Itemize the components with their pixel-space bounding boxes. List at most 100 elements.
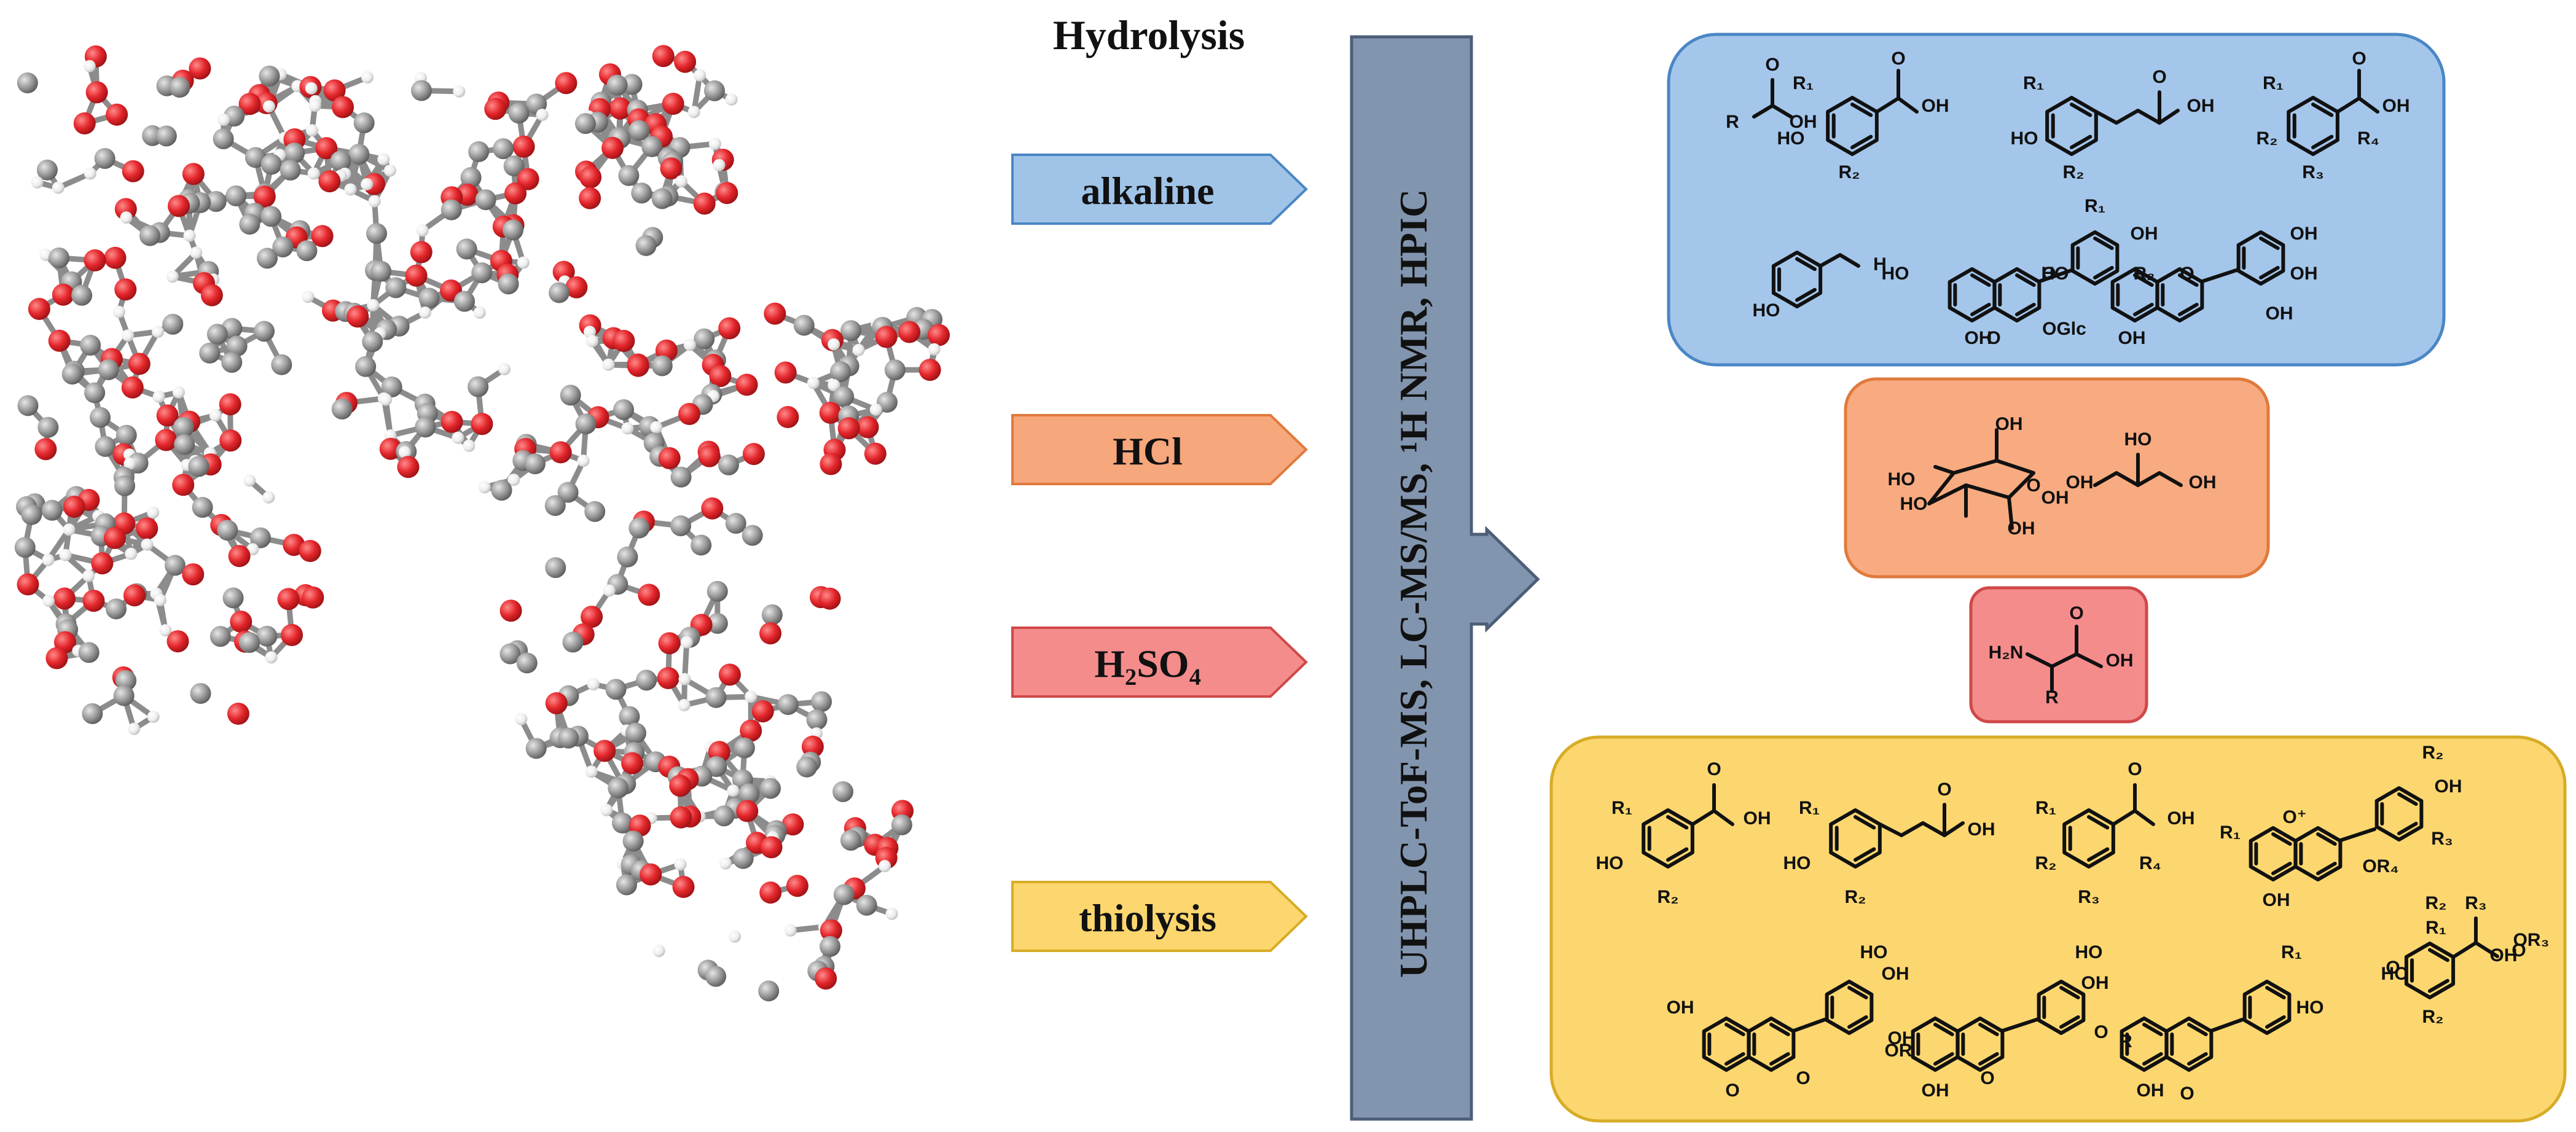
atom-H <box>452 431 464 444</box>
atom-C <box>707 612 728 634</box>
atom-O <box>136 517 159 540</box>
atom-label: R₃ <box>2078 887 2100 907</box>
atom-label: OH <box>2131 224 2158 244</box>
atom-O <box>189 57 211 80</box>
atom-H <box>63 523 76 536</box>
atom-H <box>84 167 96 180</box>
atom-O <box>819 402 842 424</box>
atom-C <box>705 966 727 987</box>
ring-double-bond <box>2142 1023 2163 1037</box>
atom-label: O <box>2128 759 2142 779</box>
atom-O <box>735 373 758 396</box>
atom-label: OGlc <box>2042 319 2086 339</box>
atom-label: R₄ <box>2139 853 2161 873</box>
atom-C <box>703 80 725 101</box>
atom-C <box>613 399 635 421</box>
atom-H <box>59 548 72 561</box>
atom-O <box>820 919 842 942</box>
atom-O <box>736 800 759 822</box>
atom-C <box>840 320 862 342</box>
atom-O <box>53 587 76 610</box>
atom-label: R₂ <box>2134 263 2155 284</box>
atom-C <box>616 874 637 896</box>
ring-double-bond <box>2087 815 2110 830</box>
atom-C <box>691 534 712 556</box>
atom-label: R₂ <box>1658 887 1679 907</box>
atom-O <box>698 445 721 467</box>
atom-label: OH <box>2008 518 2035 539</box>
ring-double-bond <box>2397 792 2418 806</box>
atom-O <box>658 447 681 470</box>
atom-C <box>641 136 663 157</box>
atom-O <box>103 526 126 549</box>
atom-C <box>820 935 841 957</box>
ring-double-bond <box>2070 135 2093 149</box>
atom-O <box>740 719 762 742</box>
atom-H <box>125 547 138 560</box>
atom-H <box>42 595 55 607</box>
atom-O <box>504 182 527 205</box>
atom-O <box>652 45 675 68</box>
atom-C <box>206 324 228 345</box>
ring-double-bond <box>1769 1052 1790 1066</box>
atom-H <box>173 386 186 399</box>
atom-label: OH <box>2042 488 2069 508</box>
atom-O <box>716 182 738 205</box>
atom-label: OH <box>1922 96 1949 116</box>
atom-label: R₁ <box>2220 822 2241 843</box>
atom-O <box>52 283 74 306</box>
atom-C <box>558 727 579 749</box>
ring-double-bond <box>1970 302 1991 316</box>
atom-label: OH <box>2187 96 2215 116</box>
ring-double-bond <box>2311 135 2334 149</box>
atom-C <box>226 335 248 357</box>
atom-H <box>585 335 598 348</box>
atom-O <box>517 168 539 190</box>
structure-bond <box>2210 1018 2244 1032</box>
atom-label: OH <box>2490 945 2518 966</box>
atom-C <box>188 456 209 477</box>
atom-O <box>678 403 701 426</box>
ring-double-bond <box>2265 986 2286 1000</box>
atom-label: O <box>2352 49 2366 69</box>
atom-H <box>928 343 941 356</box>
atom-C <box>832 781 854 802</box>
atom-C <box>284 142 305 164</box>
atom-C <box>560 384 581 406</box>
atom-O <box>718 317 741 340</box>
atom-C <box>205 190 227 212</box>
method-arrow-0: alkaline <box>1011 154 1308 225</box>
atom-C <box>94 147 115 169</box>
atom-label: R <box>2045 687 2059 708</box>
atom-C <box>21 504 42 525</box>
atom-O <box>709 365 732 388</box>
atom-label: OH <box>1968 819 1995 840</box>
atom-H <box>708 138 721 150</box>
ring-double-bond <box>2059 986 2080 1000</box>
atom-C <box>174 434 195 455</box>
atom-label: R₃ <box>2431 829 2453 849</box>
atom-C <box>254 321 275 342</box>
atom-O <box>155 429 178 451</box>
atom-label: OH <box>1744 808 1771 829</box>
atom-H <box>515 712 528 725</box>
atom-C <box>256 625 278 647</box>
atom-H <box>784 924 797 937</box>
atom-C <box>651 355 673 377</box>
atom-O <box>227 703 249 725</box>
atom-label: R <box>1726 112 1739 132</box>
atom-O <box>28 297 50 320</box>
atom-label: R₂ <box>1839 162 1860 182</box>
atom-C <box>777 694 799 716</box>
ring-double-bond <box>2187 1023 2208 1037</box>
structure-bond <box>2001 1018 2038 1032</box>
atom-C <box>562 631 584 653</box>
atom-O <box>84 249 106 271</box>
atom-label: R₁ <box>1611 798 1632 818</box>
atom-C <box>162 313 184 335</box>
atom-C <box>213 128 234 150</box>
atom-C <box>296 240 318 262</box>
ring-double-bond <box>2259 236 2280 251</box>
atom-H <box>152 326 165 338</box>
